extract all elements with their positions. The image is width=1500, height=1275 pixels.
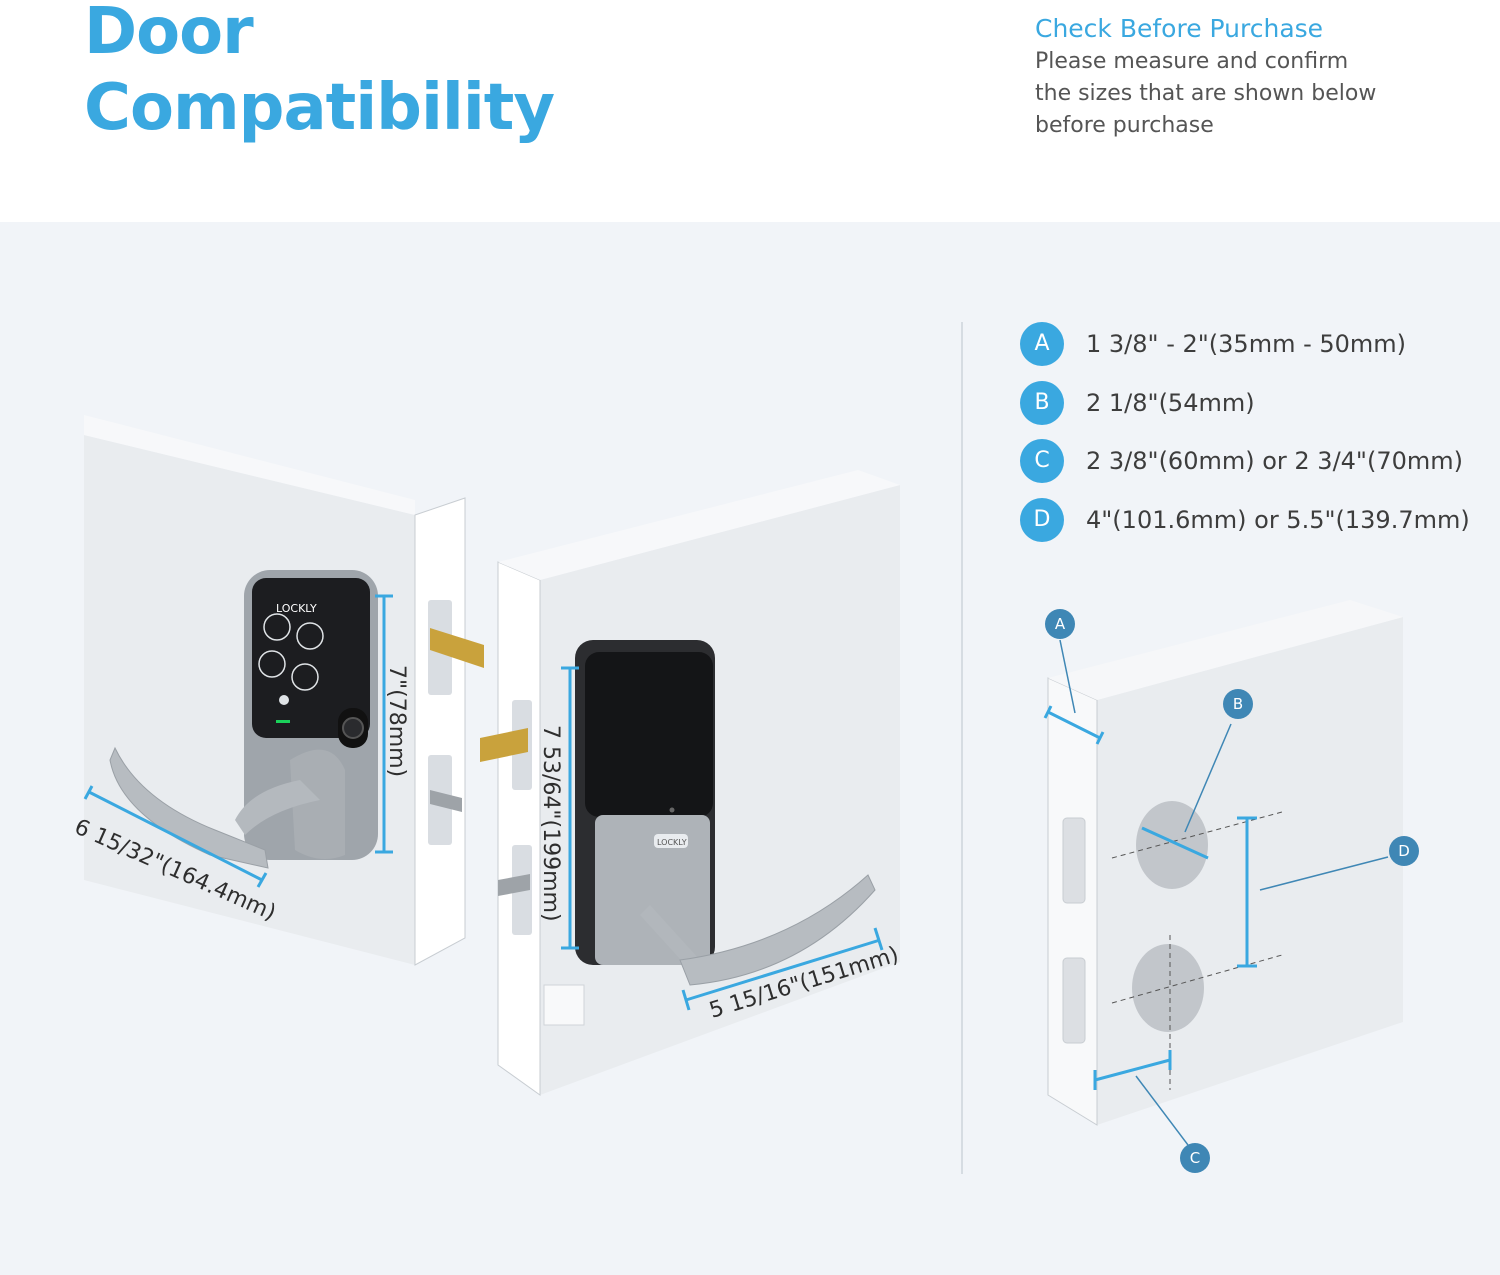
spec-badge-b: B [1020, 380, 1064, 425]
marker-c: C [1180, 1143, 1210, 1173]
spec-item-a: A 1 3/8" - 2"(35mm - 50mm) [1020, 322, 1490, 366]
marker-b-label: B [1233, 695, 1243, 713]
spec-badge-a: A [1020, 322, 1064, 366]
section-divider [961, 322, 963, 1174]
marker-a-label: A [1055, 615, 1066, 633]
notice-line-3: before purchase [1035, 113, 1214, 138]
interior-latch-plates [480, 700, 585, 1026]
spec-text-d: 4"(101.6mm) or 5.5"(139.7mm) [1086, 505, 1470, 534]
purchase-notice: Check Before Purchase Please measure and… [1035, 12, 1475, 142]
interior-height-label: 7 53/64"(199mm) [538, 725, 563, 922]
marker-d: D [1389, 836, 1419, 866]
spec-item-d: D 4"(101.6mm) or 5.5"(139.7mm) [1020, 497, 1490, 542]
exterior-keypad-lock: LOCKLY [109, 570, 378, 869]
header: Door Compatibility Check Before Purchase… [0, 0, 1500, 222]
exterior-brand-label: LOCKLY [276, 602, 317, 615]
marker-d-label: D [1398, 842, 1410, 860]
interior-height-dimension: 7 53/64"(199mm) [538, 666, 579, 950]
notice-line-2: the sizes that are shown below [1035, 81, 1377, 106]
marker-b: B [1223, 689, 1253, 719]
spec-item-b: B 2 1/8"(54mm) [1020, 380, 1490, 425]
title-line-1: Door [84, 0, 254, 69]
notice-line-1: Please measure and confirm [1035, 49, 1349, 74]
interior-brand-label: LOCKLY [657, 838, 687, 847]
marker-c-label: C [1190, 1149, 1200, 1167]
title-line-2: Compatibility [84, 71, 555, 145]
measurement-door [1047, 600, 1403, 1126]
spec-text-a: 1 3/8" - 2"(35mm - 50mm) [1086, 330, 1407, 358]
page-title: Door Compatibility [84, 0, 555, 146]
exterior-latch-plates [428, 600, 484, 845]
notice-heading: Check Before Purchase [1035, 14, 1324, 43]
exterior-height-dimension: 7"(78mm) [375, 594, 409, 854]
measurement-lines [1043, 639, 1389, 1146]
spec-badge-c: C [1020, 439, 1064, 483]
notice-text: Please measure and confirm the sizes tha… [1035, 46, 1475, 142]
interior-lock-body: LOCKLY [575, 640, 876, 986]
spec-badge-d: D [1020, 497, 1064, 542]
exterior-height-label: 7"(78mm) [384, 665, 409, 777]
marker-a: A [1045, 609, 1075, 639]
spec-text-c: 2 3/8"(60mm) or 2 3/4"(70mm) [1086, 447, 1463, 475]
spec-item-c: C 2 3/8"(60mm) or 2 3/4"(70mm) [1020, 439, 1490, 483]
spec-text-b: 2 1/8"(54mm) [1086, 388, 1255, 417]
spec-list: A 1 3/8" - 2"(35mm - 50mm) B 2 1/8"(54mm… [1020, 322, 1490, 556]
